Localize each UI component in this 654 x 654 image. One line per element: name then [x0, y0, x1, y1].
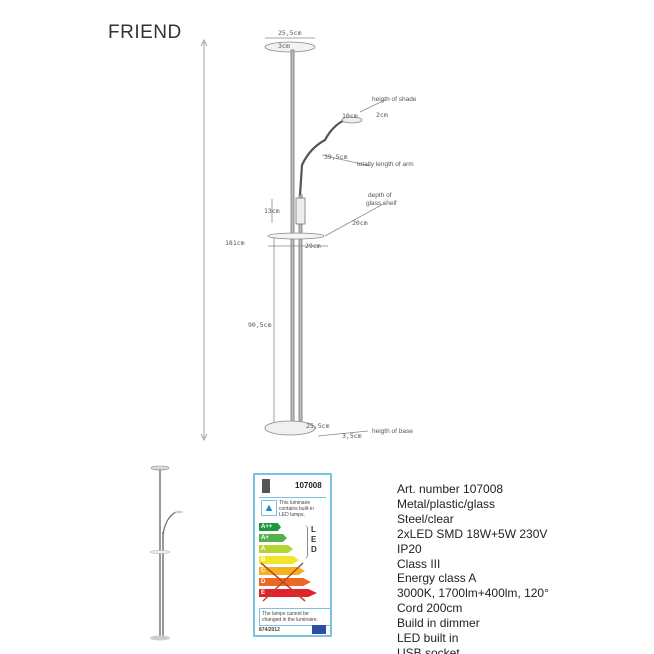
note-shade-height: heigth of shade: [372, 96, 417, 103]
cross-out-mark: [260, 562, 306, 602]
dim-shelf-depth: 20cm: [352, 219, 368, 227]
dim-shelf-width: 29cm: [305, 242, 321, 250]
spec-item: USB socket: [397, 645, 460, 654]
product-title: FRIEND: [108, 22, 182, 43]
note-base-height: heigth of base: [372, 428, 413, 435]
second-pole: [298, 194, 303, 423]
glass-shelf: [267, 232, 325, 240]
dim-shade-thickness: 3cm: [278, 42, 290, 50]
led-letter: L: [311, 525, 316, 534]
energy-class-bar: A: [259, 545, 293, 553]
switch-box: [295, 197, 306, 225]
spec-item: Energy class A: [397, 571, 477, 586]
spec-item: Build in dimmer: [397, 616, 480, 631]
led-bracket: [303, 525, 308, 559]
energy-class-bar: D: [259, 578, 311, 586]
dim-shade-height: 2cm: [376, 111, 388, 119]
energy-class-bar: A++: [259, 523, 281, 531]
energy-class-bar: A+: [259, 534, 287, 542]
lamp-dimension-drawing: 25,5cm 3cm 181cm heigth of shade 10cm 2c…: [200, 29, 417, 441]
led-text: L E D: [311, 525, 317, 555]
flexible-arm: [298, 118, 346, 196]
spec-item: Steel/clear: [397, 511, 454, 526]
spec-item: IP20: [397, 541, 422, 556]
dim-base-diameter: 25,5cm: [306, 422, 330, 430]
energy-label: 107008 ▲ This luminaire contains built-i…: [253, 473, 332, 637]
label-info: This luminaire contains built-in LED lam…: [279, 500, 314, 518]
reading-shade: [341, 116, 363, 124]
brand-logo: [262, 479, 270, 493]
spec-item: Class III: [397, 556, 441, 571]
energy-class-bar: B: [259, 556, 299, 564]
eu-flag-icon: [312, 625, 326, 634]
dim-switch-height: 13cm: [264, 207, 280, 215]
spec-item: 2xLED SMD 18W+5W 230V: [397, 526, 548, 541]
dim-reading-shade: 10cm: [342, 112, 358, 120]
energy-class-bar: E: [259, 589, 317, 597]
base: [264, 420, 316, 436]
dim-total-height: 181cm: [225, 239, 245, 247]
uplight-shade: [264, 41, 316, 53]
spec-item: Cord 200cm: [397, 601, 463, 616]
note-shelf-1: depth of: [368, 192, 392, 199]
note-arm-length: totally length of arm: [357, 161, 414, 168]
led-letter: E: [311, 535, 317, 544]
dim-arm-length: 39,5cm: [324, 153, 348, 161]
dim-shelf-height: 90,5cm: [248, 321, 272, 329]
lamp-icon: ▲: [261, 500, 277, 516]
energy-class-bar: C: [259, 567, 305, 575]
dim-base-height: 3,5cm: [342, 432, 362, 440]
spec-item: Metal/plastic/glass: [397, 496, 496, 511]
led-letter: D: [311, 545, 317, 554]
label-article-number: 107008: [295, 481, 322, 490]
spec-item: LED built in: [397, 631, 459, 646]
spec-item: 3000K, 1700lm+400lm, 120°: [397, 586, 549, 601]
label-footer-note: The lamps cannot be changed in the lumin…: [259, 608, 331, 626]
regulation-number: 874/2012: [259, 627, 280, 633]
lamp-thumbnail: [149, 465, 183, 641]
dim-shade-diameter: 25,5cm: [278, 29, 302, 37]
note-shelf-2: glass shelf: [366, 200, 397, 207]
spec-item: Art. number 107008: [397, 482, 504, 496]
